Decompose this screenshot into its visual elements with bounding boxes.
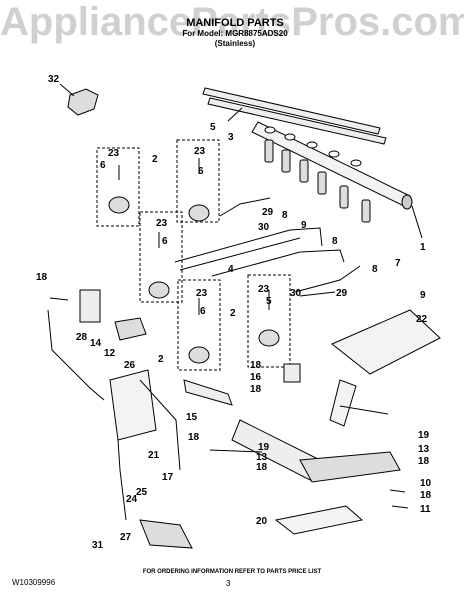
callout-10: 10 [420,478,432,489]
part-21-bracket [109,369,157,441]
callout-25: 25 [136,487,148,498]
callout-23a: 23 [108,148,120,159]
part-29-tube [219,197,271,217]
callout-5b: 5 [266,296,272,307]
callout-23e: 23 [258,284,270,295]
callout-18f: 18 [418,456,430,467]
callout-8a: 8 [282,210,288,221]
callout-18g: 18 [420,490,432,501]
callout-19a: 19 [258,442,270,453]
callout-13a: 13 [256,452,268,463]
page-number: 3 [226,579,231,588]
ordering-note: FOR ORDERING INFORMATION REFER TO PARTS … [142,569,322,575]
page-title: MANIFOLD PARTS [186,17,284,29]
part-10-burner [231,419,321,481]
callout-26: 26 [124,360,136,371]
callout-18a: 18 [36,272,48,283]
model-line: For Model: MGR8875ADS20 [182,29,288,38]
part-32-regulator [67,88,99,116]
part-24-rod [117,439,127,521]
right-screws [389,489,409,509]
callout-23c: 23 [156,218,168,229]
callout-18c: 18 [250,384,262,395]
callout-6c: 6 [162,236,168,247]
dashed-groups [96,139,291,371]
callout-19b: 19 [418,430,430,441]
callout-13b: 13 [418,444,430,455]
part-30b-tube [294,265,361,293]
callout-6d: 6 [200,306,206,317]
part-12-regulator [114,317,147,341]
group-box-5 [247,274,291,368]
screws [118,158,270,315]
callout-11: 11 [420,504,431,515]
callout-18e: 18 [256,462,268,473]
callout-31: 31 [92,540,104,551]
burner-bases [108,196,280,364]
part-29b-tube [299,291,336,297]
burner-knobs [264,126,362,167]
document-number: W10309996 [12,578,56,587]
callout-1: 1 [420,242,426,253]
part-14-tube [47,309,105,401]
callout-29a: 29 [262,207,274,218]
callout-21: 21 [148,450,160,461]
callout-6b: 6 [198,166,204,177]
callout-23d: 23 [196,288,208,299]
callout-9a: 9 [301,220,307,231]
part-22-shield [331,309,441,375]
group-box-2 [139,211,183,303]
part-27-bracket [139,519,193,549]
part-15-tube [183,379,233,406]
callout-labels: 32 5 3 23 6 2 23 6 8 29 9 8 7 1 23 6 30 … [36,74,432,551]
group-box-3 [176,139,220,223]
callout-8b: 8 [332,236,338,247]
part-17-tube [139,379,181,471]
finish-line: (Stainless) [214,39,256,48]
callout-4: 4 [228,264,234,275]
watermark-text: AppliancePartsPros.com [0,0,464,44]
callout-8c: 8 [372,264,378,275]
part-1-fitting [401,194,413,210]
callout-7: 7 [395,258,401,269]
callout-32: 32 [48,74,60,85]
part-30-tube [211,249,345,277]
part-7-manifold-pipe [251,121,411,207]
callout-6a: 6 [100,160,106,171]
part-4-tube [174,227,323,271]
callout-22: 22 [416,314,428,325]
callout-15: 15 [186,412,198,423]
callout-18b: 18 [250,360,262,371]
callout-30b: 30 [290,288,302,299]
callout-12: 12 [104,348,116,359]
callout-2c: 2 [230,308,236,319]
callout-2b: 2 [158,354,164,365]
callout-9b: 9 [420,290,426,301]
part-5-manifold-bar [202,87,381,135]
callout-23b: 23 [194,146,206,157]
callout-5: 5 [210,122,216,133]
callout-20: 20 [256,516,268,527]
part-20-tray [274,505,364,535]
group-box-4 [177,279,221,371]
callout-16: 16 [250,372,262,383]
callout-14: 14 [90,338,102,349]
group-box-1 [96,147,140,227]
callout-29b: 29 [336,288,348,299]
callout-18d: 18 [188,432,200,443]
callout-28: 28 [76,332,88,343]
part-28-bracket [79,289,101,323]
callout-24: 24 [126,494,138,505]
callout-27: 27 [120,532,132,543]
manifold-valves [264,139,371,223]
callout-2a: 2 [152,154,158,165]
callout-3: 3 [228,132,234,143]
part-16-bracket [283,363,301,383]
diagram-lines [47,83,441,549]
callout-30a: 30 [258,222,270,233]
callout-17: 17 [162,472,174,483]
